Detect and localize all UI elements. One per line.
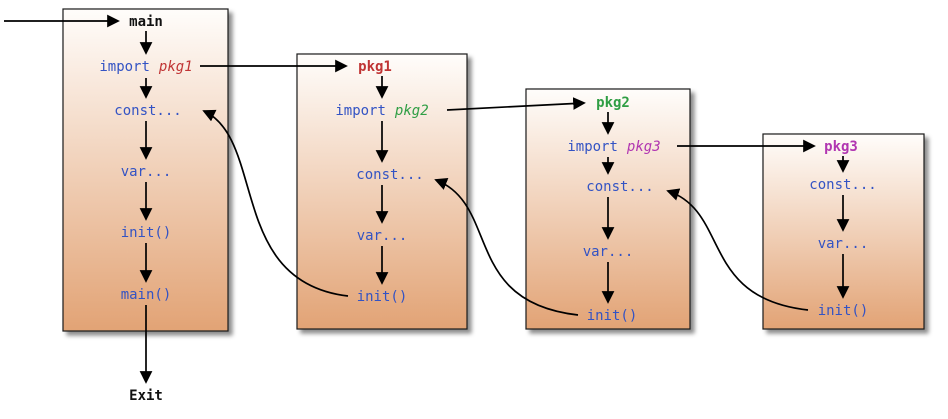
pkg2-import-package-name: pkg3	[626, 139, 661, 155]
pkg1-box-import-line: import pkg2	[335, 103, 428, 119]
pkg1-box-const-item: const...	[356, 167, 423, 183]
arrow-pkg1-init-return-to-main-const	[202, 109, 349, 297]
main-import-package-name: pkg1	[158, 59, 193, 75]
arrow-pkg3-init-return-to-pkg2-const	[666, 188, 809, 311]
pkg1-box-title: pkg1	[358, 59, 392, 75]
pkg2-box-var-item: var...	[583, 244, 634, 260]
main-box-var-item: var...	[121, 164, 172, 180]
pkg2-box-import-line: import pkg3	[567, 139, 660, 155]
pkg2-import-keyword: import	[567, 139, 618, 155]
main-box-main-call-item: main()	[121, 287, 172, 303]
pkg3-box-init-item: init()	[818, 303, 869, 319]
pkg3-box-const-item: const...	[809, 177, 876, 193]
pkg2-box-title: pkg2	[596, 95, 630, 111]
exit-label: Exit	[129, 388, 163, 404]
pkg3-box-title: pkg3	[824, 139, 858, 155]
arrow-import-pkg2-to-pkg2-box	[446, 97, 586, 111]
pkg1-box-init-item: init()	[357, 289, 408, 305]
pkg3-box-var-item: var...	[818, 236, 869, 252]
main-box-const-item: const...	[114, 103, 181, 119]
main-box-title: main	[129, 14, 163, 30]
pkg2-box-init-item: init()	[587, 308, 638, 324]
pkg1-import-keyword: import	[335, 103, 386, 119]
pkg1-import-package-name: pkg2	[394, 103, 429, 119]
arrow-pkg2-init-return-to-pkg1-const	[434, 178, 579, 316]
pkg2-box-const-item: const...	[586, 179, 653, 195]
main-box-init-item: init()	[121, 225, 172, 241]
main-box-import-line: import pkg1	[99, 59, 192, 75]
main-import-keyword: import	[99, 59, 150, 75]
pkg1-box-var-item: var...	[357, 228, 408, 244]
